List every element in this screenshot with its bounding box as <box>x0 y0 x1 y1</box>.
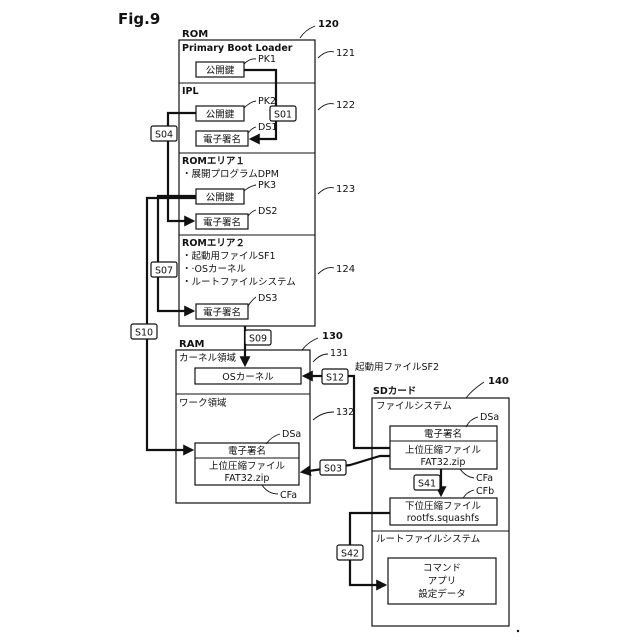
sd-file-line1: 上位圧縮ファイル <box>405 444 482 456</box>
work-area-ref-leader <box>313 412 334 420</box>
kernel-area-ref-leader <box>313 354 328 362</box>
ram-os-kernel-text: OSカーネル <box>222 372 274 383</box>
area1-item1: ・展開プログラムDPM <box>182 168 279 180</box>
area1-ref-leader <box>318 188 334 194</box>
ds1-text: 電子署名 <box>203 134 241 146</box>
pbl-ref: 121 <box>336 48 355 59</box>
area2-title: ROMエリア２ <box>182 238 245 249</box>
rom-ref-leader <box>300 26 315 38</box>
kernel-area-ref: 131 <box>330 348 348 359</box>
ram-file-line2: FAT32.zip <box>225 473 270 484</box>
step-s01: S01 <box>274 110 292 121</box>
step-s10: S10 <box>135 328 153 339</box>
sd-rootfs-line2: アプリ <box>428 576 457 587</box>
area2-item2: ・·OSカーネル <box>182 264 247 275</box>
ram-ref-leader <box>302 338 318 350</box>
sd-dsa-label: DSa <box>480 412 499 423</box>
sd-boot-file-label: 起動用ファイルSF2 <box>355 362 439 373</box>
sd-lower-line2: rootfs.squashfs <box>407 513 479 524</box>
sd-rootfs-line1: コマンド <box>423 563 461 574</box>
rom-title: ROM <box>182 29 208 40</box>
ram-sig-text: 電子署名 <box>228 445 266 457</box>
ram-file-line1: 上位圧縮ファイル <box>209 460 286 472</box>
sd-file-line2: FAT32.zip <box>421 457 466 468</box>
pbl-ref-leader <box>318 52 334 58</box>
area2-ref-leader <box>318 268 334 274</box>
sd-rootfs-line3: 設定データ <box>418 588 466 600</box>
kernel-area-title: カーネル領域 <box>179 352 237 364</box>
pk3-text: 公開鍵 <box>206 192 235 204</box>
step-s12: S12 <box>326 373 344 384</box>
figure-label: Fig.9 <box>118 10 160 28</box>
step-s41: S41 <box>418 479 436 490</box>
pk2-label: PK2 <box>258 96 276 107</box>
step-s03: S03 <box>324 464 342 475</box>
area2-item1: ・起動用ファイルSF1 <box>182 251 276 262</box>
pbl-title: Primary Boot Loader <box>182 43 293 54</box>
ds1-label: DS1 <box>258 122 277 133</box>
sd-lower-line1: 下位圧縮ファイル <box>405 500 482 512</box>
rom-ref: 120 <box>318 19 339 30</box>
step-s07: S07 <box>155 266 173 277</box>
step-s09: S09 <box>249 334 267 345</box>
sd-cfb-label: CFb <box>476 486 494 497</box>
sd-sig-text: 電子署名 <box>424 428 462 440</box>
sd-cfa-label: CFa <box>476 473 493 484</box>
sd-rootfs-title: ルートファイルシステム <box>376 534 480 545</box>
area1-title: ROMエリア１ <box>182 156 245 167</box>
work-area-title: ワーク領域 <box>179 397 227 409</box>
pk1-text: 公開鍵 <box>206 65 235 77</box>
area2-ref: 124 <box>336 264 355 275</box>
ipl-ref: 122 <box>336 100 355 111</box>
pk1-label: PK1 <box>258 54 276 65</box>
sd-ref-leader <box>466 382 484 398</box>
ds3-text: 電子署名 <box>203 307 241 319</box>
ram-title: RAM <box>179 339 204 350</box>
stray-dot <box>517 630 519 632</box>
ds2-text: 電子署名 <box>203 217 241 229</box>
work-area-ref: 132 <box>336 407 354 418</box>
step-s04: S04 <box>155 130 173 141</box>
ipl-title: IPL <box>182 86 199 97</box>
step-s42: S42 <box>341 549 359 560</box>
ram-cfa-label: CFa <box>280 490 297 501</box>
ram-ref: 130 <box>322 331 343 342</box>
area2-item3: ・ルートファイルシステム <box>182 277 296 288</box>
ds3-label: DS3 <box>258 293 277 304</box>
sd-fs-title: ファイルシステム <box>376 401 452 412</box>
ipl-ref-leader <box>318 104 334 110</box>
sd-title: SDカード <box>373 386 416 397</box>
pk2-text: 公開鍵 <box>206 109 235 121</box>
pk3-label: PK3 <box>258 180 276 191</box>
ds2-label: DS2 <box>258 206 277 217</box>
area1-ref: 123 <box>336 184 355 195</box>
sd-ref: 140 <box>488 376 509 387</box>
ram-dsa-label: DSa <box>282 429 301 440</box>
